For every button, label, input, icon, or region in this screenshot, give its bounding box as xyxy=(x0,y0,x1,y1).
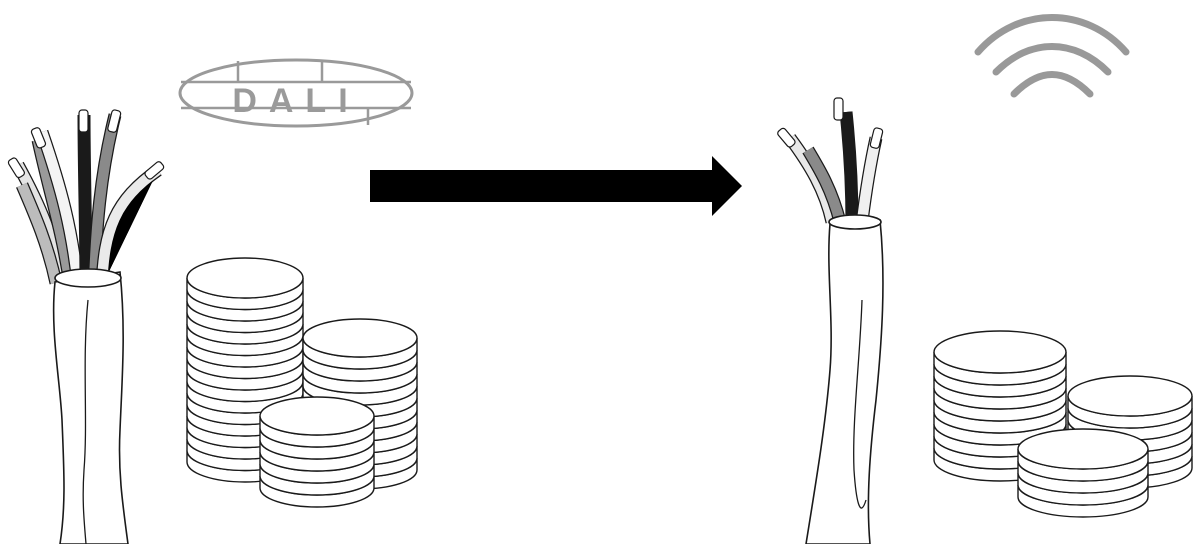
left-cable-jacket xyxy=(54,272,128,544)
right-cable-jacket xyxy=(806,220,883,544)
left-coins-front xyxy=(260,397,374,507)
coin-stacks xyxy=(187,258,1192,517)
right-wire-tips xyxy=(777,98,884,149)
coin-top-face xyxy=(187,258,303,298)
coin-top-face xyxy=(303,319,417,357)
dali-logo-text: DALI xyxy=(232,82,359,120)
left-cable-opening xyxy=(55,269,121,287)
dali-logo: DALI xyxy=(180,60,412,126)
wireless-signal-icon xyxy=(978,18,1126,95)
right-cable-wires xyxy=(790,112,876,224)
left-cable xyxy=(7,109,165,544)
arrow-right xyxy=(370,156,742,216)
coin-top-face xyxy=(1068,376,1192,416)
right-cable xyxy=(777,98,884,544)
coin-top-face xyxy=(260,397,374,435)
right-coins-front xyxy=(1018,429,1148,517)
coin-top-face xyxy=(1018,429,1148,469)
coin-top-face xyxy=(934,331,1066,373)
